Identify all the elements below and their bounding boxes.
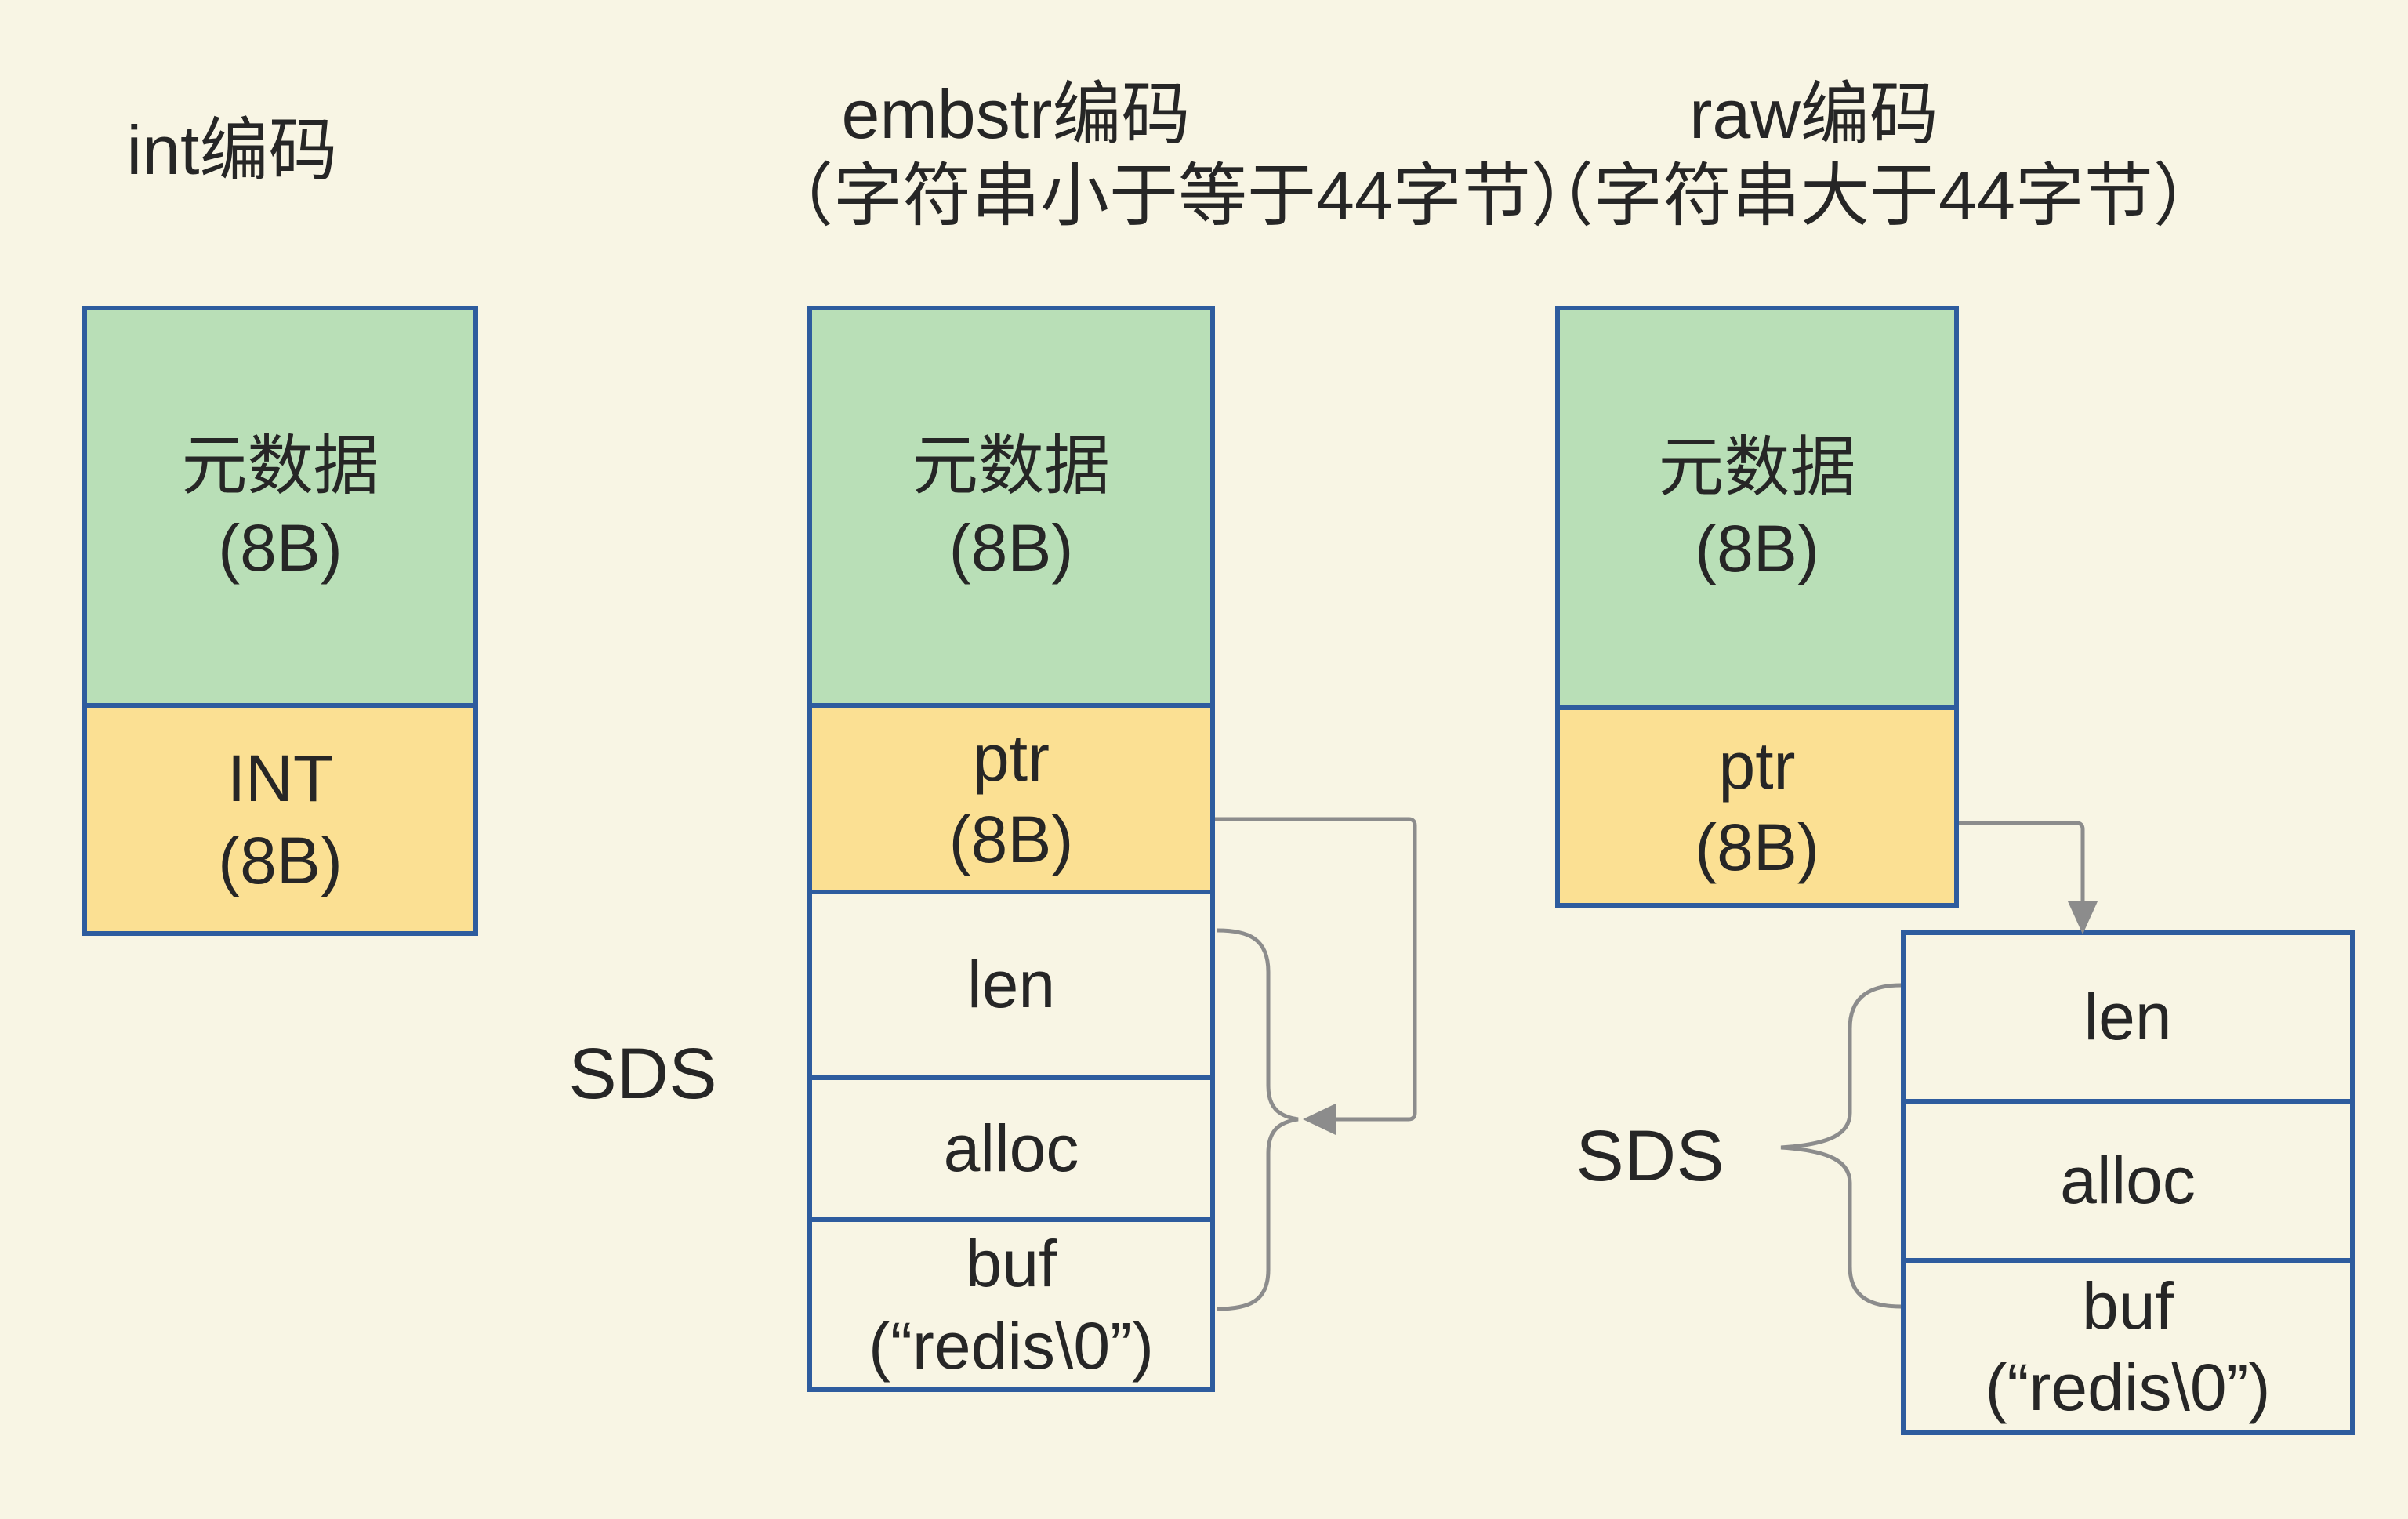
raw-ptr-box: ptr (8B) [1555, 705, 1959, 908]
embstr-len-box: len [807, 890, 1215, 1080]
embstr-ptr-size: (8B) [948, 803, 1074, 876]
embstr-metadata-label: 元数据 [912, 429, 1110, 503]
embstr-buf-value: (“redis\0”) [868, 1308, 1154, 1383]
embstr-sds-label: SDS [568, 1034, 717, 1114]
embstr-len-label: len [966, 948, 1056, 1022]
raw-ptr-arrowhead [2068, 901, 2098, 934]
int-value-size: (8B) [218, 823, 343, 897]
embstr-metadata-size: (8B) [948, 510, 1074, 585]
embstr-ptr-arrow [1215, 817, 1417, 1122]
embstr-alloc-label: alloc [943, 1111, 1079, 1186]
raw-sds-brace [1780, 983, 1902, 1309]
raw-buf-value: (“redis\0”) [1985, 1350, 2271, 1424]
raw-ptr-label: ptr [1718, 728, 1796, 803]
int-value-label: INT [227, 741, 334, 816]
embstr-buf-label: buf [965, 1227, 1057, 1301]
embstr-buf-box: buf (“redis\0”) [807, 1217, 1215, 1392]
title-raw-encoding: raw编码 [1689, 75, 1938, 153]
raw-alloc-label: alloc [2060, 1144, 2196, 1218]
raw-metadata-size: (8B) [1695, 512, 1819, 585]
raw-sds-label: SDS [1576, 1116, 1724, 1196]
raw-ptr-arrow [1959, 821, 2085, 903]
title-int-encoding: int编码 [126, 111, 338, 189]
embstr-ptr-label: ptr [972, 720, 1050, 795]
title-raw-condition: （字符串大于44字节） [1525, 157, 2222, 234]
embstr-alloc-box: alloc [807, 1075, 1215, 1222]
embstr-ptr-arrowhead [1303, 1104, 1336, 1135]
int-value-box: INT (8B) [82, 703, 478, 936]
title-embstr-condition: （字符串小于等于44字节） [764, 157, 1600, 234]
raw-metadata-box: 元数据 (8B) [1555, 306, 1959, 710]
raw-buf-label: buf [2082, 1268, 2174, 1343]
raw-alloc-box: alloc [1901, 1099, 2355, 1263]
int-metadata-box: 元数据 (8B) [82, 306, 478, 708]
embstr-sds-brace [1217, 928, 1299, 1311]
embstr-ptr-box: ptr (8B) [807, 703, 1215, 894]
raw-buf-box: buf (“redis\0”) [1901, 1258, 2355, 1435]
raw-metadata-label: 元数据 [1658, 430, 1856, 504]
int-metadata-label: 元数据 [181, 429, 379, 503]
int-metadata-size: (8B) [218, 510, 343, 585]
raw-ptr-size: (8B) [1695, 810, 1819, 884]
raw-len-label: len [2083, 980, 2172, 1054]
title-embstr-encoding: embstr编码 [841, 75, 1191, 153]
embstr-metadata-box: 元数据 (8B) [807, 306, 1215, 708]
raw-len-box: len [1901, 930, 2355, 1104]
